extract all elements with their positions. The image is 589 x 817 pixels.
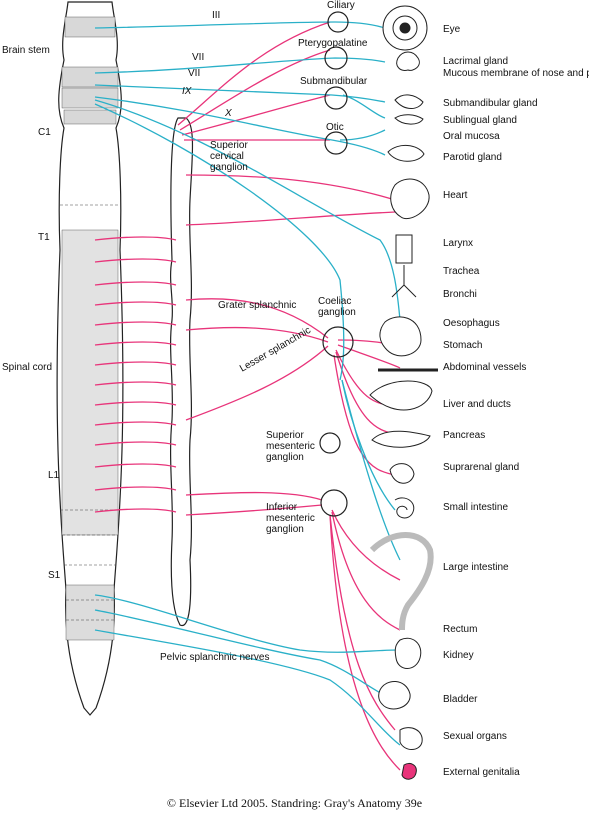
sublingual-gland-organ xyxy=(394,114,424,125)
organ-label-small-intestine: Small intestine xyxy=(443,502,509,513)
organ-label-heart: Heart xyxy=(443,190,468,201)
c1-label: C1 xyxy=(38,127,51,138)
inferior-mesenteric-ganglion xyxy=(320,489,348,517)
organ-label-oesophagus: Oesophagus xyxy=(443,318,500,329)
organ-label-liver: Liver and ducts xyxy=(443,399,511,410)
ciliary-ganglion xyxy=(327,11,349,33)
brain-stem-label: Brain stem xyxy=(2,45,50,56)
sexual-organs-organ xyxy=(399,727,423,750)
spinal-cord-label: Spinal cord xyxy=(2,362,53,373)
organ-label-bronchi: Bronchi xyxy=(443,289,477,300)
brain-stem-hatching xyxy=(61,16,119,125)
organs xyxy=(369,5,438,780)
superior-mesenteric-ganglion-label: Superior mesenteric ganglion xyxy=(266,430,315,463)
s1-label: S1 xyxy=(48,570,61,581)
submandibular-ganglion-label: Submandibular xyxy=(300,76,368,87)
kidney-organ xyxy=(394,637,422,669)
cranial-nerve-ix-label: IX xyxy=(182,86,192,97)
superior-cervical-ganglion-label: Superior cervical ganglion xyxy=(210,140,248,173)
organ-label-abdominal-vessels: Abdominal vessels xyxy=(443,362,527,373)
stomach-organ xyxy=(379,316,422,357)
submandibular-gland-organ xyxy=(394,94,424,109)
cranial-nerve-iii-label: III xyxy=(212,10,221,21)
suprarenal-organ xyxy=(389,463,415,484)
organ-label-eye: Eye xyxy=(443,24,461,35)
coeliac-ganglion xyxy=(322,326,354,358)
parotid-gland-organ xyxy=(387,145,425,162)
coeliac-ganglion-label: Coeliac ganglion xyxy=(318,296,356,318)
bladder-organ xyxy=(378,681,411,710)
copyright-caption: © Elsevier Ltd 2005. Standring: Gray's A… xyxy=(166,796,423,810)
organ-label-sexual-organs: Sexual organs xyxy=(443,731,507,742)
pterygopalatine-ganglion xyxy=(324,46,348,70)
organ-label-suprarenal: Suprarenal gland xyxy=(443,462,520,473)
organ-label-stomach: Stomach xyxy=(443,340,483,351)
pterygopalatine-label: Pterygopalatine xyxy=(298,38,368,49)
otic-ganglion xyxy=(324,131,348,155)
cranial-nerve-x-label: X xyxy=(225,108,232,119)
heart-organ xyxy=(390,178,430,219)
otic-label: Otic xyxy=(326,122,344,133)
organ-label-oral-mucosa: Oral mucosa xyxy=(443,131,500,142)
parasympathetic-fibres xyxy=(94,21,401,746)
thoracolumbar-hatching xyxy=(61,229,119,536)
organ-label-lacrimal: Lacrimal gland xyxy=(443,56,509,67)
submandibular-ganglion xyxy=(324,86,348,110)
spinal-cord xyxy=(56,1,124,716)
sympathetic-chain xyxy=(169,117,194,627)
larynx-organ xyxy=(395,234,413,264)
organ-label-bladder: Bladder xyxy=(443,694,478,705)
organ-label-submandibular: Submandibular gland xyxy=(443,98,538,109)
pelvic-splanchnic-label: Pelvic splanchnic nerves xyxy=(160,652,270,663)
pancreas-organ xyxy=(371,430,431,448)
cranial-nerve-vii-2-label: VII xyxy=(188,68,201,79)
organ-label-rectum: Rectum xyxy=(443,624,478,635)
organ-label-large-intestine: Large intestine xyxy=(443,562,509,573)
segment-dividers xyxy=(60,204,120,621)
organ-label-larynx: Larynx xyxy=(443,238,474,249)
organ-label-pancreas: Pancreas xyxy=(443,430,486,441)
cranial-nerve-vii-label: VII xyxy=(192,52,205,63)
small-intestine-organ xyxy=(394,497,415,519)
liver-organ xyxy=(369,380,433,411)
ciliary-label: Ciliary xyxy=(327,0,355,11)
ganglion-circles xyxy=(319,11,354,517)
organ-label-kidney: Kidney xyxy=(443,650,474,661)
eye-organ xyxy=(382,5,428,51)
external-genitalia-organ xyxy=(401,762,417,780)
inferior-mesenteric-ganglion-label: Inferior mesenteric ganglion xyxy=(266,502,315,535)
large-intestine-organ xyxy=(369,532,434,631)
organ-label-trachea: Trachea xyxy=(443,266,480,277)
greater-splanchnic-label: Grater splanchnic xyxy=(218,300,297,311)
t1-label: T1 xyxy=(38,232,50,243)
sympathetic-fibres xyxy=(94,21,401,771)
superior-mesenteric-ganglion xyxy=(319,432,341,454)
lacrimal-gland-organ xyxy=(396,51,420,71)
l1-label: L1 xyxy=(48,470,60,481)
organ-label-mucous-membrane: Mucous membrane of nose and palate xyxy=(443,68,589,79)
organ-label-sublingual: Sublingual gland xyxy=(443,115,517,126)
organ-label-external-genitalia: External genitalia xyxy=(443,767,520,778)
bronchi-organ xyxy=(391,265,417,298)
organ-label-parotid: Parotid gland xyxy=(443,152,502,163)
